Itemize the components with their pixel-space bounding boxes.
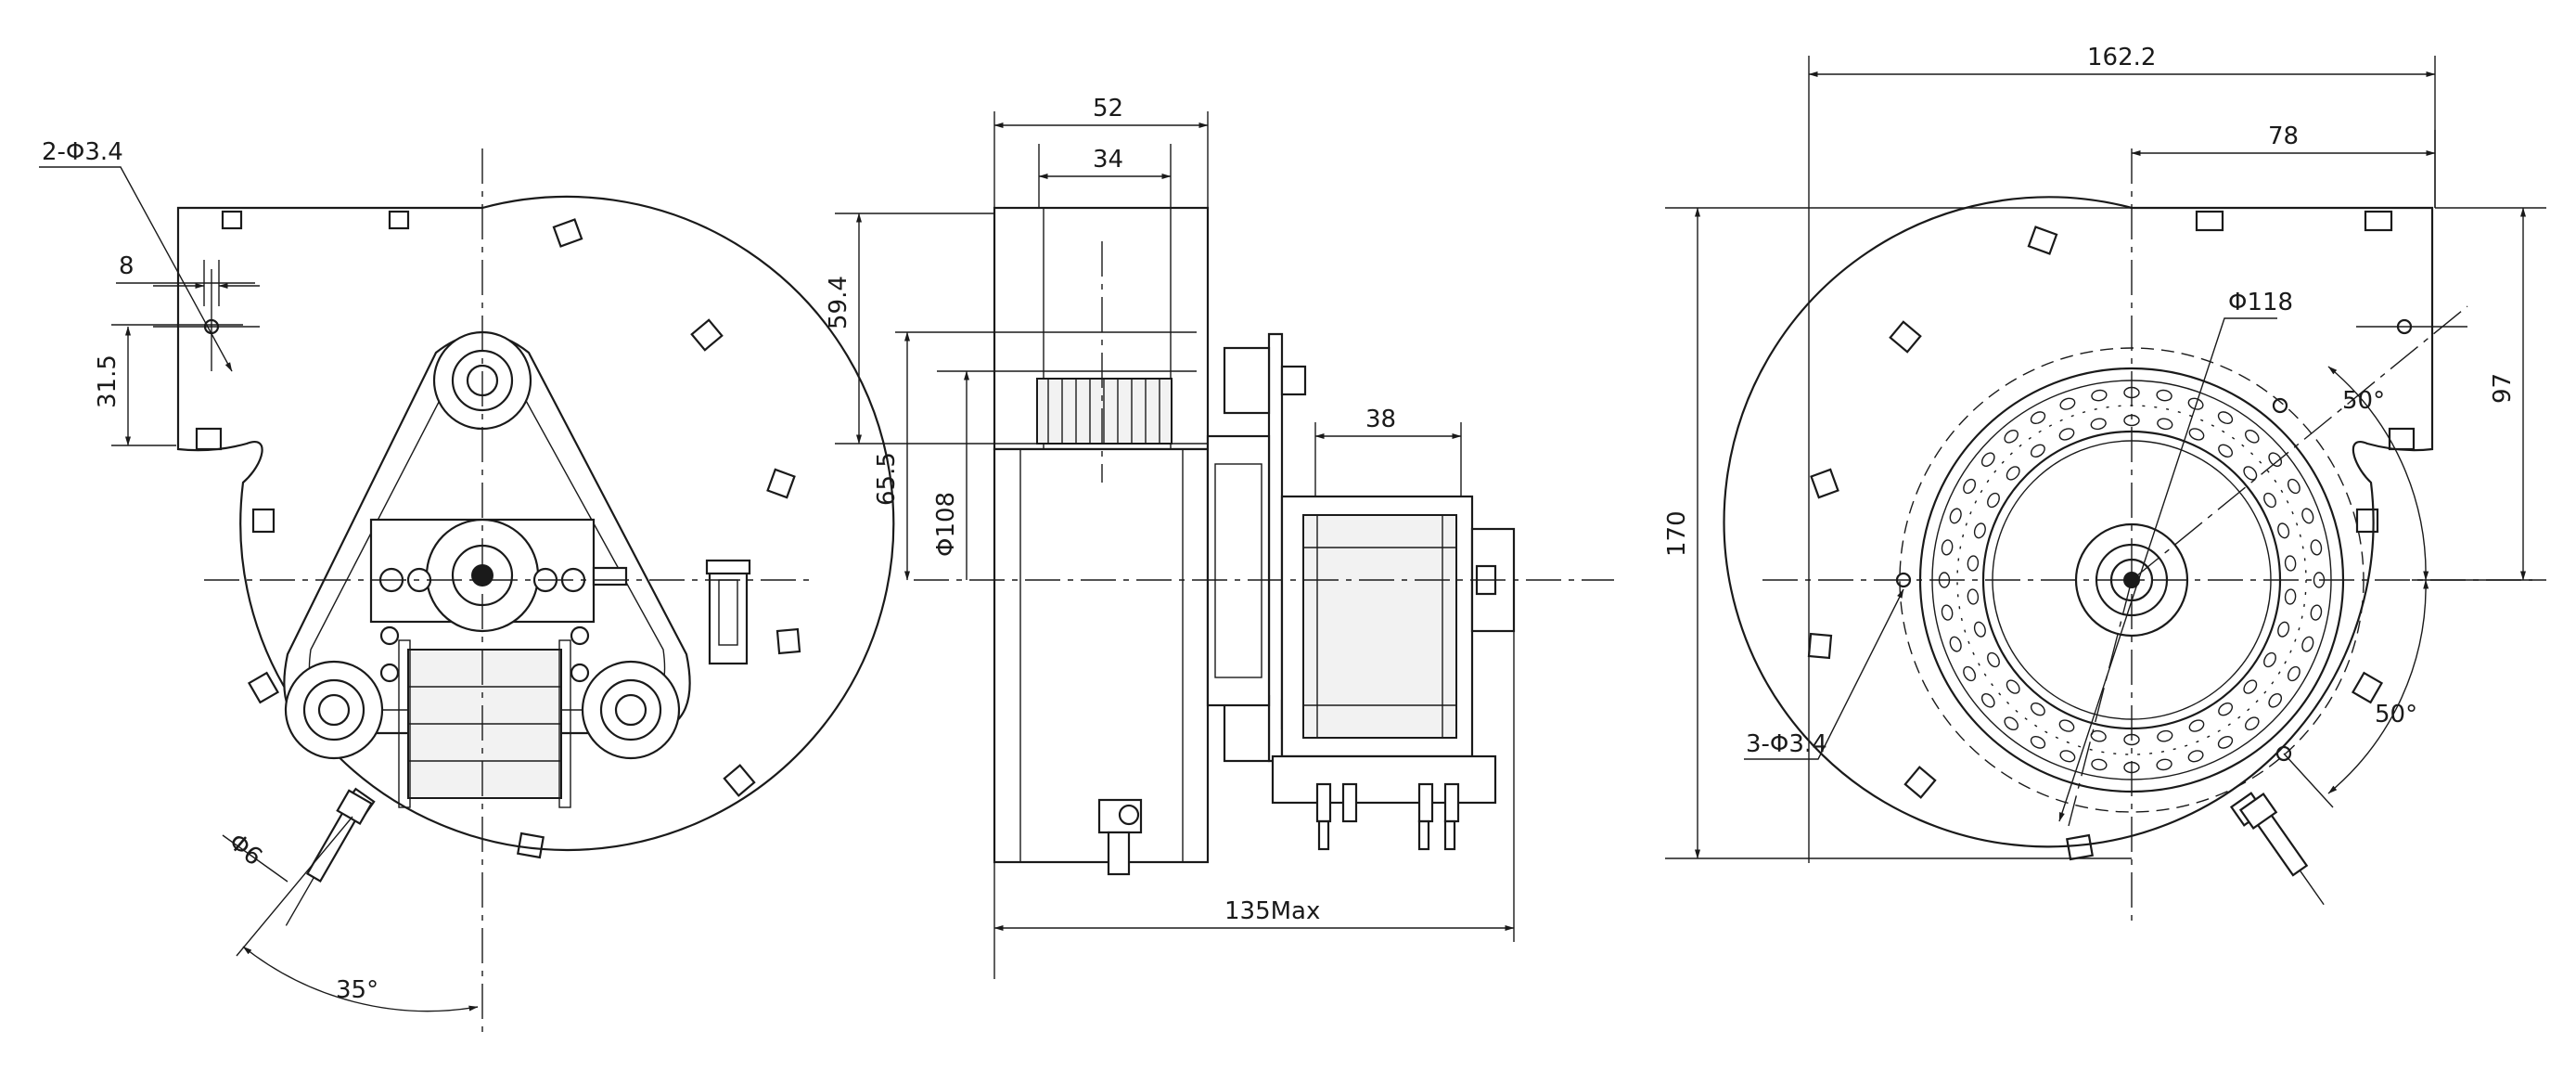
impeller-blade-opening <box>2058 428 2075 441</box>
dim-width-34: 34 <box>1093 146 1123 174</box>
impeller-blade-opening <box>2004 716 2019 731</box>
impeller-blade-opening <box>2263 492 2276 509</box>
impeller-blade-opening <box>2277 522 2290 539</box>
impeller-blade-opening <box>2217 411 2234 425</box>
front-terminal-tab <box>592 566 628 587</box>
impeller-blade-opening <box>2091 389 2108 402</box>
side-terminal-block <box>1271 754 1497 805</box>
front-outlet-cap <box>705 559 751 575</box>
impeller-blade-opening <box>2310 539 2323 556</box>
impeller-blade-opening <box>2218 444 2234 458</box>
dim-height-59-4: 59.4 <box>825 276 852 329</box>
side-view: 52 34 59.4 65.5 Φ108 38 135Max <box>825 95 1614 979</box>
impeller-blade-opening <box>2059 397 2076 410</box>
impeller-blade-opening <box>1967 555 1980 572</box>
dim-angle-50-top: 50° <box>2342 387 2385 415</box>
impeller-blade-opening <box>2157 729 2173 742</box>
impeller-blade-opening <box>2245 429 2260 444</box>
dim-length-135: 135Max <box>1224 897 1320 925</box>
impeller-blade-opening <box>2090 729 2107 742</box>
impeller-blade-opening <box>2187 750 2204 763</box>
impeller-blade-opening <box>2006 466 2020 481</box>
impeller-blade-opening <box>1987 651 2000 668</box>
dim-hole-3x: 3-Φ3.4 <box>1746 730 1827 758</box>
impeller-blade-opening <box>2243 466 2258 481</box>
impeller-blade-opening <box>2301 636 2314 652</box>
impeller-blade-opening <box>2243 679 2258 694</box>
side-mount-plate <box>1267 332 1284 763</box>
impeller-blade-opening <box>2157 418 2173 431</box>
dim-width-162-2: 162.2 <box>2087 44 2156 71</box>
rear-housing-outline <box>1723 196 2434 848</box>
impeller-blade-opening <box>2217 735 2234 749</box>
impeller-blade-opening <box>1973 621 1986 638</box>
impeller-blade-opening <box>2245 716 2260 731</box>
impeller-blade-opening <box>1963 478 1977 495</box>
impeller-blade-opening <box>1980 693 1995 708</box>
impeller-blade-opening <box>2156 758 2172 771</box>
dim-width-52: 52 <box>1093 95 1123 122</box>
impeller-blade-opening <box>1987 492 2000 509</box>
rear-probe <box>2238 793 2325 906</box>
impeller-blade-opening <box>2284 555 2297 572</box>
impeller-blade-opening <box>2263 651 2276 668</box>
impeller-blade-opening <box>1980 452 1995 467</box>
dim-offset-8: 8 <box>119 252 135 280</box>
impeller-blade-opening <box>2268 693 2283 708</box>
impeller-blade-opening <box>1949 508 1962 524</box>
impeller-blade-opening <box>1973 522 1986 539</box>
dim-height-31-5: 31.5 <box>94 355 122 408</box>
impeller-blade-opening <box>2287 665 2300 682</box>
impeller-blade-opening <box>2301 508 2314 524</box>
impeller-blade-opening <box>2284 588 2297 605</box>
rear-view: 162.2 78 170 97 Φ118 50° 50° 3-Φ3.4 <box>1663 44 2546 928</box>
impeller-blade-opening <box>2188 719 2205 732</box>
rear-flange-tabs <box>1807 210 2416 861</box>
impeller-blade-opening <box>2156 389 2172 402</box>
impeller-blade-opening <box>2091 758 2108 771</box>
dim-angle-35: 35° <box>336 976 378 1004</box>
impeller-blade-opening <box>1949 636 1962 652</box>
impeller-blade-opening <box>2030 411 2046 425</box>
impeller-blade-opening <box>2218 703 2234 716</box>
impeller-blade-opening <box>2310 604 2323 621</box>
impeller-blade-opening <box>2006 679 2020 694</box>
front-housing-outline <box>176 195 895 852</box>
impeller-blade-opening <box>1941 604 1954 621</box>
front-probe <box>285 789 373 926</box>
front-outlet-flange <box>708 560 749 665</box>
rear-hole-top <box>2272 397 2288 414</box>
dim-dia-108: Φ108 <box>932 492 960 557</box>
impeller-blade-opening <box>2287 478 2300 495</box>
impeller-blade-opening <box>2058 719 2075 732</box>
impeller-blade-opening <box>2268 452 2283 467</box>
impeller-blade-opening <box>2030 735 2046 749</box>
dim-height-65-5: 65.5 <box>873 452 901 506</box>
dim-motor-38: 38 <box>1365 406 1396 433</box>
impeller-blade-opening <box>2004 429 2019 444</box>
impeller-blade-opening <box>2188 428 2205 441</box>
impeller-blade-opening <box>2090 418 2107 431</box>
impeller-blade-opening <box>1967 588 1980 605</box>
dim-width-78: 78 <box>2268 122 2299 150</box>
dim-shaft-dia: Φ6 <box>224 828 268 871</box>
front-motor-windings <box>398 639 571 808</box>
rear-hole-bottom <box>2275 745 2292 762</box>
impeller-blade-opening <box>2030 444 2045 458</box>
front-view: 2-Φ3.4 8 31.5 Φ6 35° <box>39 138 895 1039</box>
impeller-blade-opening <box>2059 750 2076 763</box>
front-hub-shaft <box>471 564 493 587</box>
dim-dia-118: Φ118 <box>2228 289 2293 316</box>
dim-height-170: 170 <box>1663 510 1691 557</box>
impeller-blade-opening <box>2277 621 2290 638</box>
dim-height-97: 97 <box>2489 373 2517 404</box>
impeller-blade-opening <box>2030 703 2045 716</box>
dim-hole-2x: 2-Φ3.4 <box>42 138 123 166</box>
front-flange-tabs <box>195 210 801 859</box>
impeller-blade-opening <box>1963 665 1977 682</box>
impeller-blade-opening <box>1941 539 1954 556</box>
dim-angle-50-bottom: 50° <box>2375 701 2417 728</box>
